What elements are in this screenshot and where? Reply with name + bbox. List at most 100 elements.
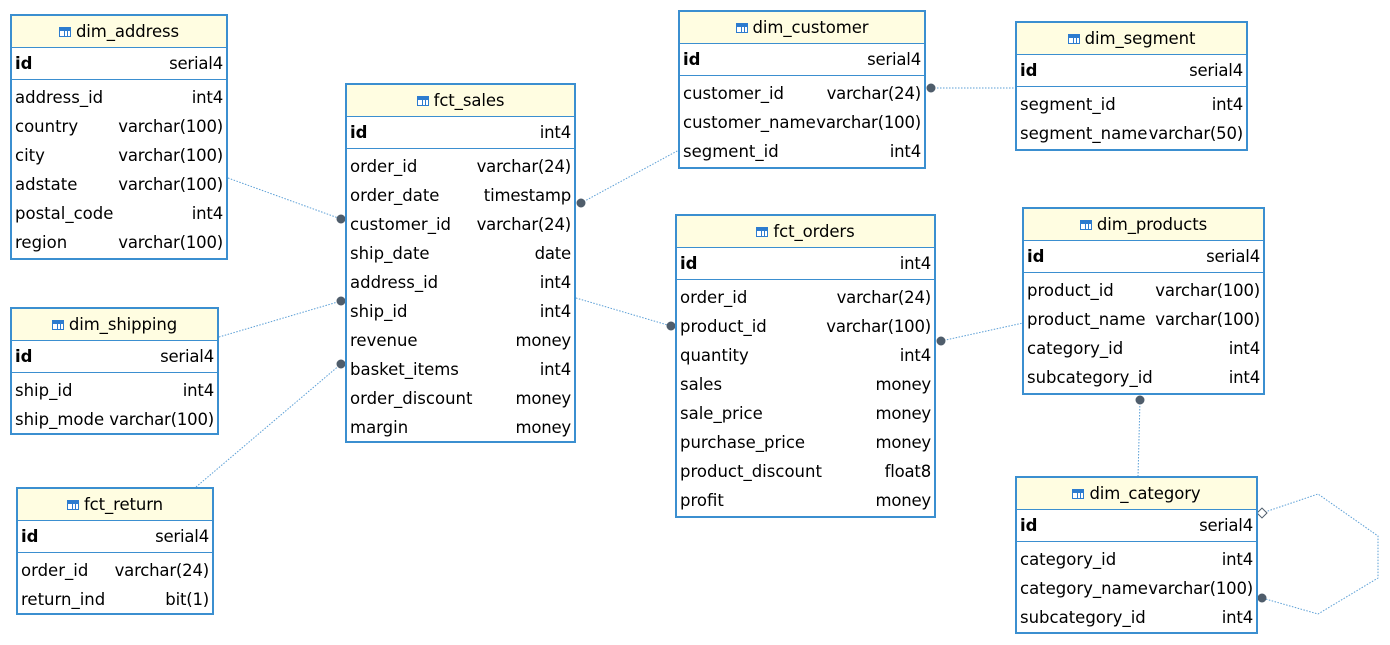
column-type: money: [515, 389, 571, 408]
column-name: order_id: [21, 561, 89, 580]
column-name: country: [15, 117, 79, 136]
column-type: int4: [899, 254, 931, 273]
link-diamond-end: [1256, 507, 1268, 519]
table-header[interactable]: dim_address: [12, 16, 226, 48]
column-name: address_id: [15, 88, 104, 107]
table-header[interactable]: fct_return: [18, 489, 212, 521]
table-icon: [58, 26, 71, 37]
link-dot: [926, 83, 936, 93]
column-type: int4: [1221, 608, 1253, 627]
column-row[interactable]: order_id varchar(24): [347, 152, 574, 181]
column-type: int4: [889, 142, 921, 161]
table-name: fct_sales: [433, 91, 505, 110]
table-header[interactable]: dim_customer: [680, 12, 924, 44]
column-type: serial4: [1189, 61, 1243, 80]
column-type: serial4: [1199, 516, 1253, 535]
column-type: varchar(24): [476, 157, 572, 176]
column-name: ship_id: [350, 302, 408, 321]
column-name: customer_id: [683, 84, 785, 103]
primary-key-row[interactable]: id serial4: [1024, 241, 1263, 273]
table-header[interactable]: dim_category: [1017, 478, 1256, 510]
table-header[interactable]: dim_shipping: [12, 309, 217, 341]
column-type: int4: [1228, 339, 1260, 358]
column-type: varchar(100): [1155, 310, 1260, 329]
column-type: money: [875, 491, 931, 510]
column-name: address_id: [350, 273, 439, 292]
link-dot: [666, 321, 676, 331]
table-header[interactable]: dim_segment: [1017, 23, 1246, 55]
link-dot: [1257, 593, 1267, 603]
table-header[interactable]: fct_orders: [677, 216, 934, 248]
column-type: money: [515, 418, 571, 437]
column-name: id: [15, 54, 33, 73]
column-row[interactable]: order_id varchar(24): [18, 556, 212, 585]
table-header[interactable]: dim_products: [1024, 209, 1263, 241]
column-name: id: [1027, 247, 1045, 266]
column-name: order_id: [350, 157, 418, 176]
column-name: category_id: [1020, 550, 1117, 569]
column-type: serial4: [1206, 247, 1260, 266]
column-type: varchar(24): [114, 561, 210, 580]
column-type: money: [875, 375, 931, 394]
link-orders-products: [940, 322, 1024, 342]
table-header[interactable]: fct_sales: [347, 85, 574, 117]
